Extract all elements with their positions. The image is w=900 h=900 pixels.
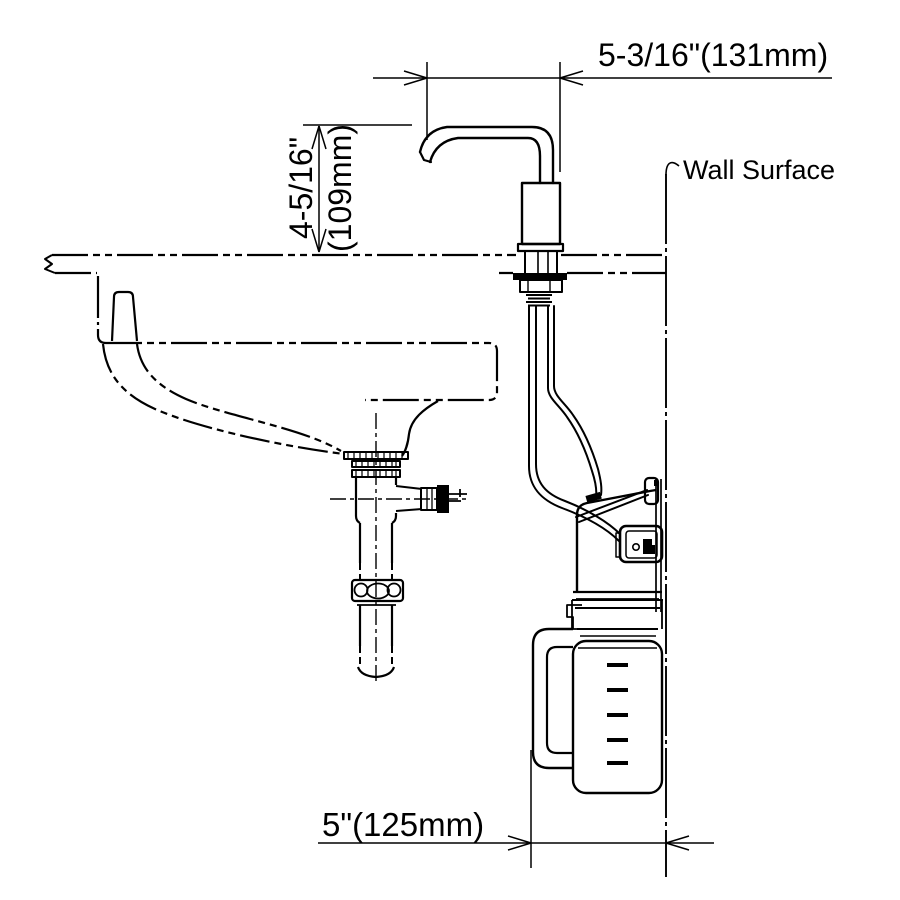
spout-tip	[418, 150, 433, 164]
connector-pins	[449, 489, 467, 502]
spout-reach-value: 5-3/16"(131mm)	[598, 37, 828, 73]
indicator-dot	[631, 542, 640, 551]
bottle-handle-inner	[545, 645, 573, 755]
dispenser-head	[520, 181, 562, 246]
drain-body	[354, 477, 398, 524]
arrowheads	[507, 835, 690, 851]
collar-tabs	[566, 604, 582, 630]
spout-height-inches: 4-5/16"	[283, 137, 319, 239]
wall-offset-value: 5"(125mm)	[322, 806, 484, 843]
dispenser-base	[516, 242, 565, 253]
counter-break-line	[44, 254, 56, 274]
sink-rim-left	[96, 276, 107, 345]
counter	[44, 253, 666, 275]
bowl-right-slope	[401, 400, 439, 457]
tailpipe-walls	[358, 523, 394, 646]
supply-tubes	[528, 305, 649, 542]
shank-tube	[537, 251, 549, 273]
soap-dispenser	[418, 125, 567, 307]
tube-a-outer	[528, 305, 620, 542]
under-counter-unit	[531, 476, 664, 795]
extension-lines	[426, 62, 561, 172]
tube-a-inner	[535, 305, 621, 535]
wall-surface-label: Wall Surface	[683, 155, 835, 185]
mounting-shank	[524, 251, 558, 273]
dimension-spout-reach: 5-3/16"(131mm)	[373, 37, 832, 172]
drain-assembly	[330, 413, 470, 684]
tube-to-wall-fitting	[575, 489, 649, 523]
dimension-spout-height: 4-5/16" (109mm)	[283, 124, 412, 253]
dimension-wall-offset: 5"(125mm)	[318, 750, 714, 868]
tube-clip	[585, 491, 602, 503]
spout-height-mm: (109mm)	[322, 124, 358, 252]
control-box	[615, 524, 664, 564]
wall: Wall Surface	[665, 155, 835, 877]
sink-basin	[96, 276, 499, 457]
arrowheads	[311, 125, 327, 253]
bottle-handle-outer	[531, 627, 573, 770]
side-port-lines	[395, 485, 423, 512]
sink-back-rim-line	[106, 341, 499, 402]
counter-top-line	[52, 253, 666, 275]
bottle-outline	[571, 639, 664, 795]
shank-gasket	[513, 273, 567, 280]
bottle-collar	[566, 599, 663, 637]
bowl-inner-curve	[135, 343, 342, 452]
arrowheads	[403, 70, 584, 86]
bottle-graduations	[607, 663, 628, 765]
wall-label-leader	[665, 161, 680, 176]
pump-housing	[575, 488, 657, 593]
tube-b-outer	[547, 305, 598, 499]
overflow-channel	[110, 290, 139, 342]
control-box-outline	[618, 524, 664, 564]
soap-bottle	[531, 627, 664, 795]
spout-inner	[428, 136, 542, 185]
spout-outer	[418, 125, 555, 185]
bowl-outer-curve	[101, 343, 345, 456]
tube-b-inner	[553, 305, 603, 496]
power-connector-icon	[643, 539, 655, 554]
shank-threads	[526, 294, 552, 307]
mounting-nut	[519, 279, 563, 293]
